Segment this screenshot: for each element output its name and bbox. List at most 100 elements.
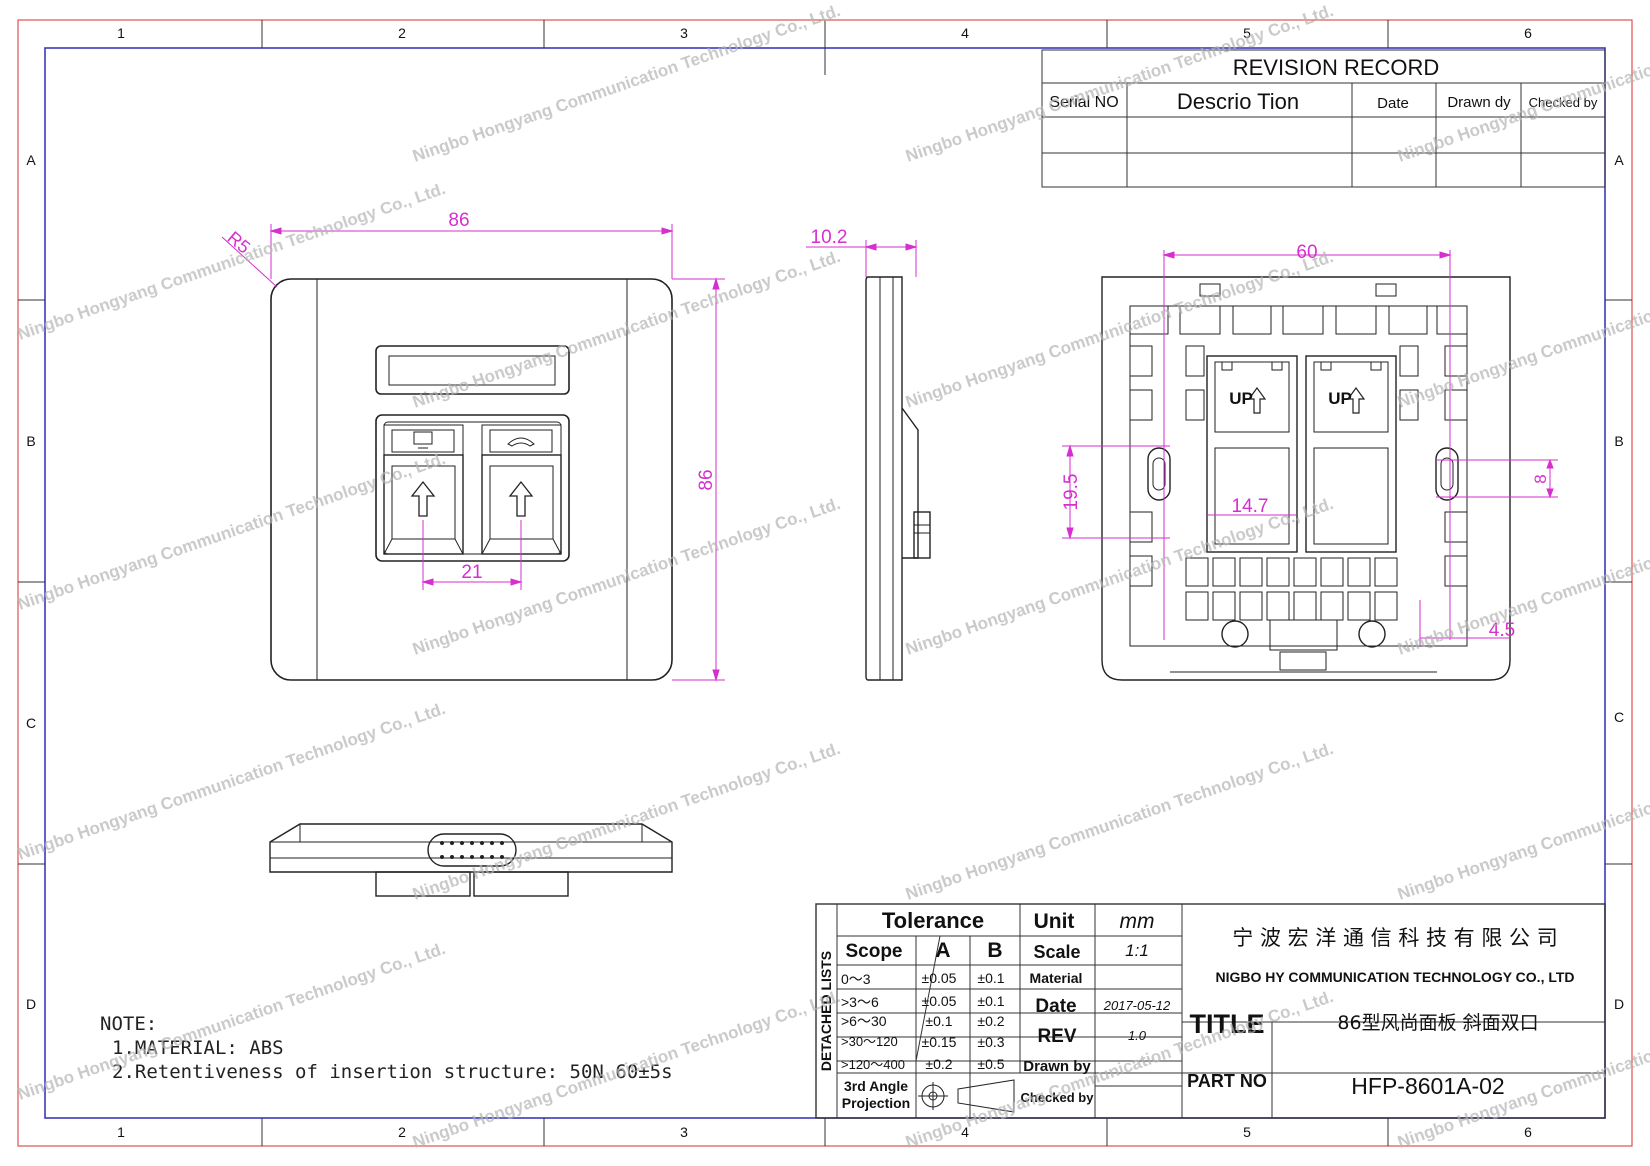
revision-record-table [1041, 49, 1606, 188]
col-label-top-3: 3 [680, 25, 688, 41]
dim-front-width: 86 [448, 210, 469, 231]
tolerance-row-3-b: ±0.2 [977, 1013, 1004, 1029]
tolerance-row-5-b: ±0.5 [977, 1056, 1004, 1072]
front-dimension-lines [221, 224, 725, 682]
tolerance-row-3-scope: >6～30 [841, 1013, 887, 1029]
projection-line-1: 3rd Angle [844, 1078, 908, 1094]
rev-header-checked: Checked by [1529, 95, 1598, 110]
scale-value: 1:1 [1125, 941, 1149, 960]
row-label-left-d: D [26, 996, 36, 1012]
row-label-right-d: D [1614, 996, 1624, 1012]
projection-line-2: Projection [842, 1095, 910, 1111]
dim-front-height: 86 [696, 469, 717, 490]
row-label-left-a: A [26, 152, 36, 168]
projection-symbol [918, 1079, 1015, 1113]
front-view [270, 278, 673, 681]
col-label-top-1: 1 [117, 25, 125, 41]
col-label-bottom-5: 5 [1243, 1124, 1251, 1140]
side-view [865, 276, 931, 681]
detached-lists-label: DETACHED LISTS [818, 951, 834, 1071]
watermark-text: Ningbo Hongyang Communication Technology… [1395, 247, 1650, 412]
watermark-text: Ningbo Hongyang Communication Technology… [410, 1, 843, 166]
note-line-1: 1.MATERIAL: ABS [112, 1037, 284, 1059]
tolerance-row-2-b: ±0.1 [977, 993, 1004, 1009]
col-label-bottom-2: 2 [398, 1124, 406, 1140]
material-label: Material [1030, 970, 1083, 986]
scale-label: Scale [1033, 942, 1080, 962]
note-line-2: 2.Retentiveness of insertion structure: … [112, 1061, 673, 1083]
tolerance-row-2-a: ±0.05 [922, 993, 957, 1009]
rev-header-drawn: Drawn dy [1447, 94, 1511, 111]
tolerance-row-1-scope: 0～3 [841, 971, 871, 987]
tolerance-row-1-a: ±0.05 [922, 970, 957, 986]
title-label: TITLE [1190, 1009, 1265, 1039]
watermark-text: Ningbo Hongyang Communication Technology… [15, 699, 448, 864]
rear-up-label-left: UP [1229, 389, 1253, 408]
col-label-bottom-4: 4 [961, 1124, 969, 1140]
tolerance-col-a: A [935, 939, 950, 962]
tolerance-row-5-scope: >120～400 [841, 1057, 905, 1072]
revision-record-title: REVISION RECORD [1233, 55, 1440, 80]
unit-value: mm [1120, 910, 1155, 933]
tolerance-col-b: B [987, 939, 1002, 962]
unit-label: Unit [1034, 910, 1075, 933]
watermark-text: Ningbo Hongyang Communication Technology… [1395, 739, 1650, 904]
watermark-text: Ningbo Hongyang Communication Technology… [410, 739, 843, 904]
dim-port-pitch: 21 [461, 562, 482, 583]
rear-view [1101, 276, 1511, 681]
rev-header-description: Descrio Tion [1177, 89, 1299, 114]
tolerance-row-4-b: ±0.3 [977, 1034, 1004, 1050]
side-dimension-lines [806, 240, 918, 277]
watermark-text: Ningbo Hongyang Communication Technology… [410, 247, 843, 412]
row-label-left-c: C [26, 715, 36, 731]
title-value: 86型风尚面板 斜面双口 [1337, 1012, 1538, 1034]
company-name-en: NIGBO HY COMMUNICATION TECHNOLOGY CO., L… [1215, 969, 1574, 985]
date-value: 2017-05-12 [1103, 998, 1171, 1013]
note-heading: NOTE: [100, 1013, 157, 1035]
part-no-label: PART NO [1187, 1071, 1267, 1091]
title-block-grid [815, 903, 1606, 1119]
dim-rear-hole-pitch: 19.5 [1061, 474, 1082, 511]
watermark-text: Ningbo Hongyang Communication Technology… [15, 179, 448, 344]
tolerance-row-4-scope: >30～120 [841, 1034, 898, 1049]
rev-header-serial: Serial NO [1049, 94, 1118, 111]
row-label-right-c: C [1614, 709, 1624, 725]
watermark-text: Ningbo Hongyang Communication Technology… [903, 739, 1336, 904]
row-label-right-b: B [1614, 433, 1623, 449]
dim-rear-offset: 4.5 [1489, 620, 1515, 641]
tolerance-row-1-b: ±0.1 [977, 970, 1004, 986]
scope-heading: Scope [845, 941, 902, 962]
dim-rear-gap: 14.7 [1232, 496, 1269, 517]
rev-header-date: Date [1377, 95, 1409, 112]
col-label-bottom-1: 1 [117, 1124, 125, 1140]
rear-up-label-right: UP [1328, 389, 1352, 408]
checked-by-label: Checked by [1021, 1090, 1095, 1105]
row-label-left-b: B [26, 433, 35, 449]
part-no-value: HFP-8601A-02 [1351, 1073, 1504, 1099]
date-label: Date [1035, 996, 1076, 1017]
col-label-top-4: 4 [961, 25, 969, 41]
dim-rear-width: 60 [1296, 242, 1317, 263]
tolerance-row-3-a: ±0.1 [925, 1013, 952, 1029]
company-name-cn: 宁 波 宏 洋 通 信 科 技 有 限 公 司 [1232, 926, 1557, 950]
drawn-by-label: Drawn by [1023, 1058, 1091, 1075]
watermark-text: Ningbo Hongyang Communication Technology… [1395, 494, 1650, 659]
dim-rear-slot: 8 [1531, 474, 1550, 483]
watermark-text: Ningbo Hongyang Communication Technology… [15, 449, 448, 614]
rev-label: REV [1037, 1026, 1076, 1047]
col-label-bottom-3: 3 [680, 1124, 688, 1140]
col-label-top-2: 2 [398, 25, 406, 41]
bottom-view [269, 823, 673, 897]
rev-value: 1.0 [1128, 1028, 1147, 1043]
tolerance-row-2-scope: >3～6 [841, 994, 879, 1010]
watermark-text: Ningbo Hongyang Communication Technology… [903, 494, 1336, 659]
row-label-right-a: A [1614, 152, 1624, 168]
dim-side-depth: 10.2 [811, 227, 848, 248]
tolerance-heading: Tolerance [882, 908, 984, 933]
rear-dimension-lines [1062, 250, 1558, 645]
col-label-bottom-6: 6 [1524, 1124, 1532, 1140]
col-label-top-6: 6 [1524, 25, 1532, 41]
col-label-top-5: 5 [1243, 25, 1251, 41]
tolerance-row-5-a: ±0.2 [925, 1056, 952, 1072]
